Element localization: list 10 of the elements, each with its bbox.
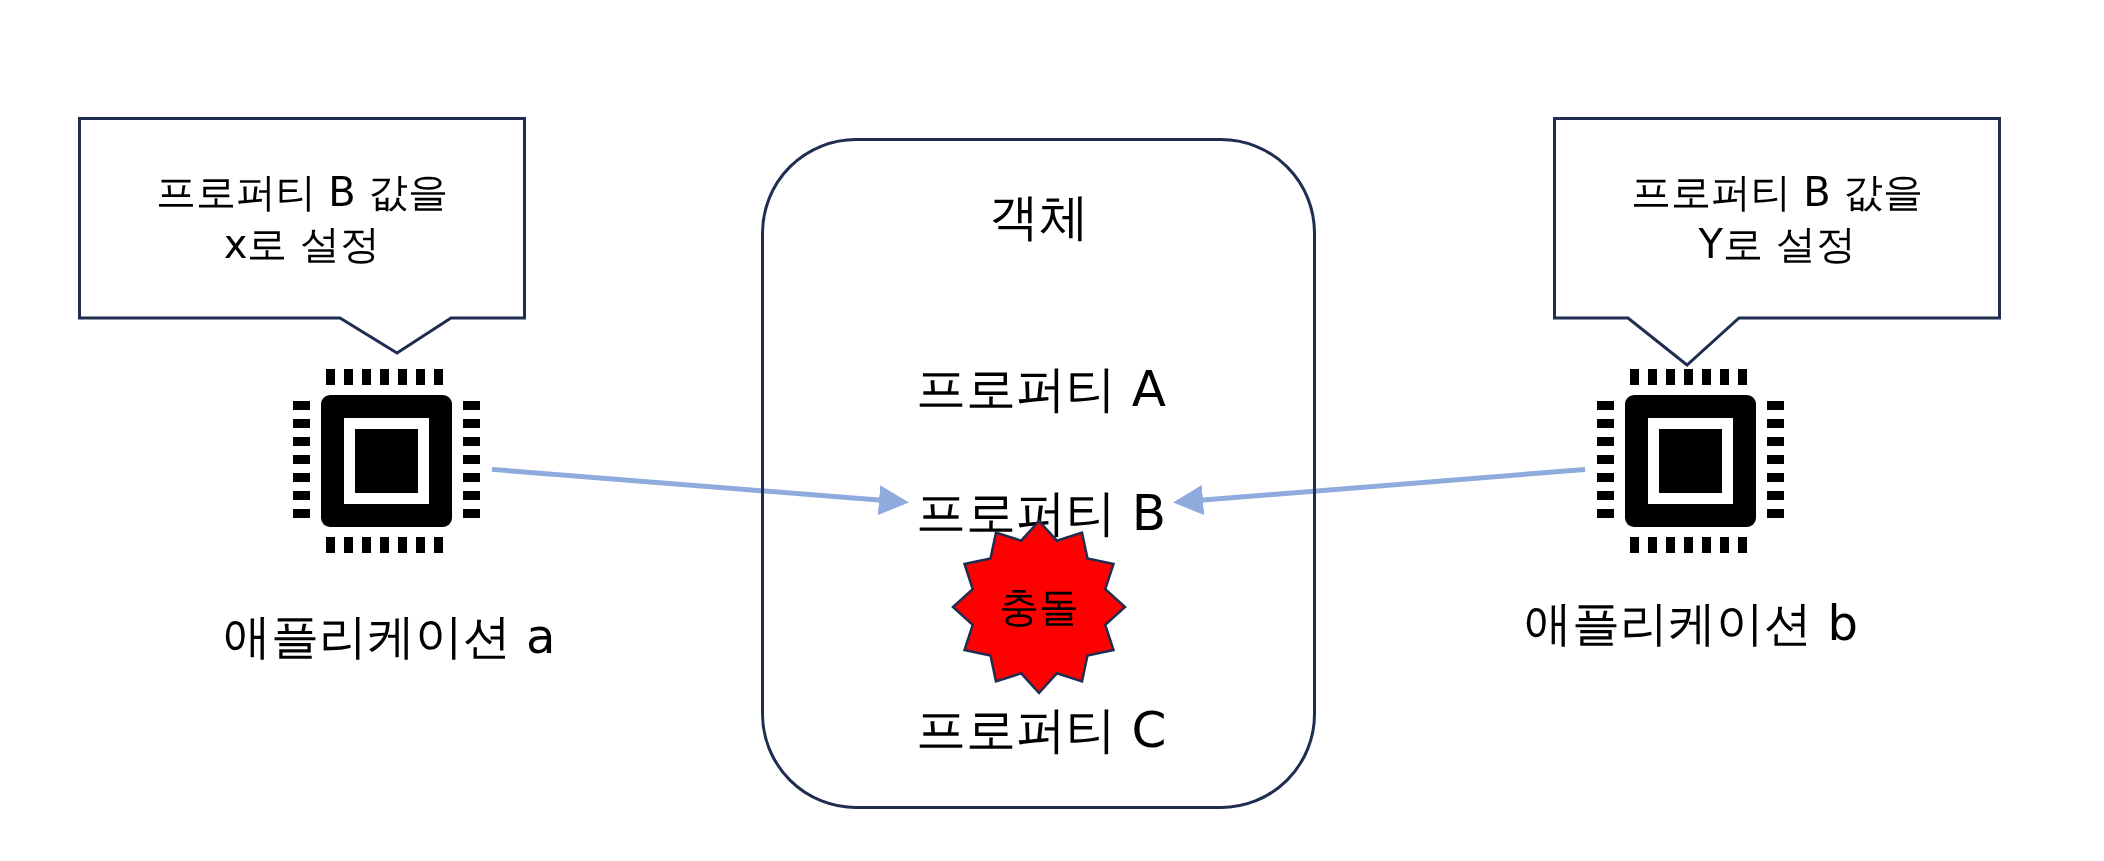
- chip-label: 애플리케이션 b: [1524, 594, 1858, 653]
- object-box: [761, 138, 1316, 809]
- property-text: 프로퍼티 A: [915, 355, 1167, 423]
- callout-text: 프로퍼티 B 값을 x로 설정: [154, 167, 450, 269]
- burst-label: 충돌: [999, 582, 1079, 632]
- object-title: 객체: [988, 186, 1089, 248]
- chip-label: 애플리케이션 a: [222, 607, 556, 666]
- property-text: 프로퍼티 C: [915, 696, 1167, 764]
- callout-text: 프로퍼티 B 값을 Y로 설정: [1629, 167, 1925, 269]
- property-text: 프로퍼티 B: [915, 479, 1167, 547]
